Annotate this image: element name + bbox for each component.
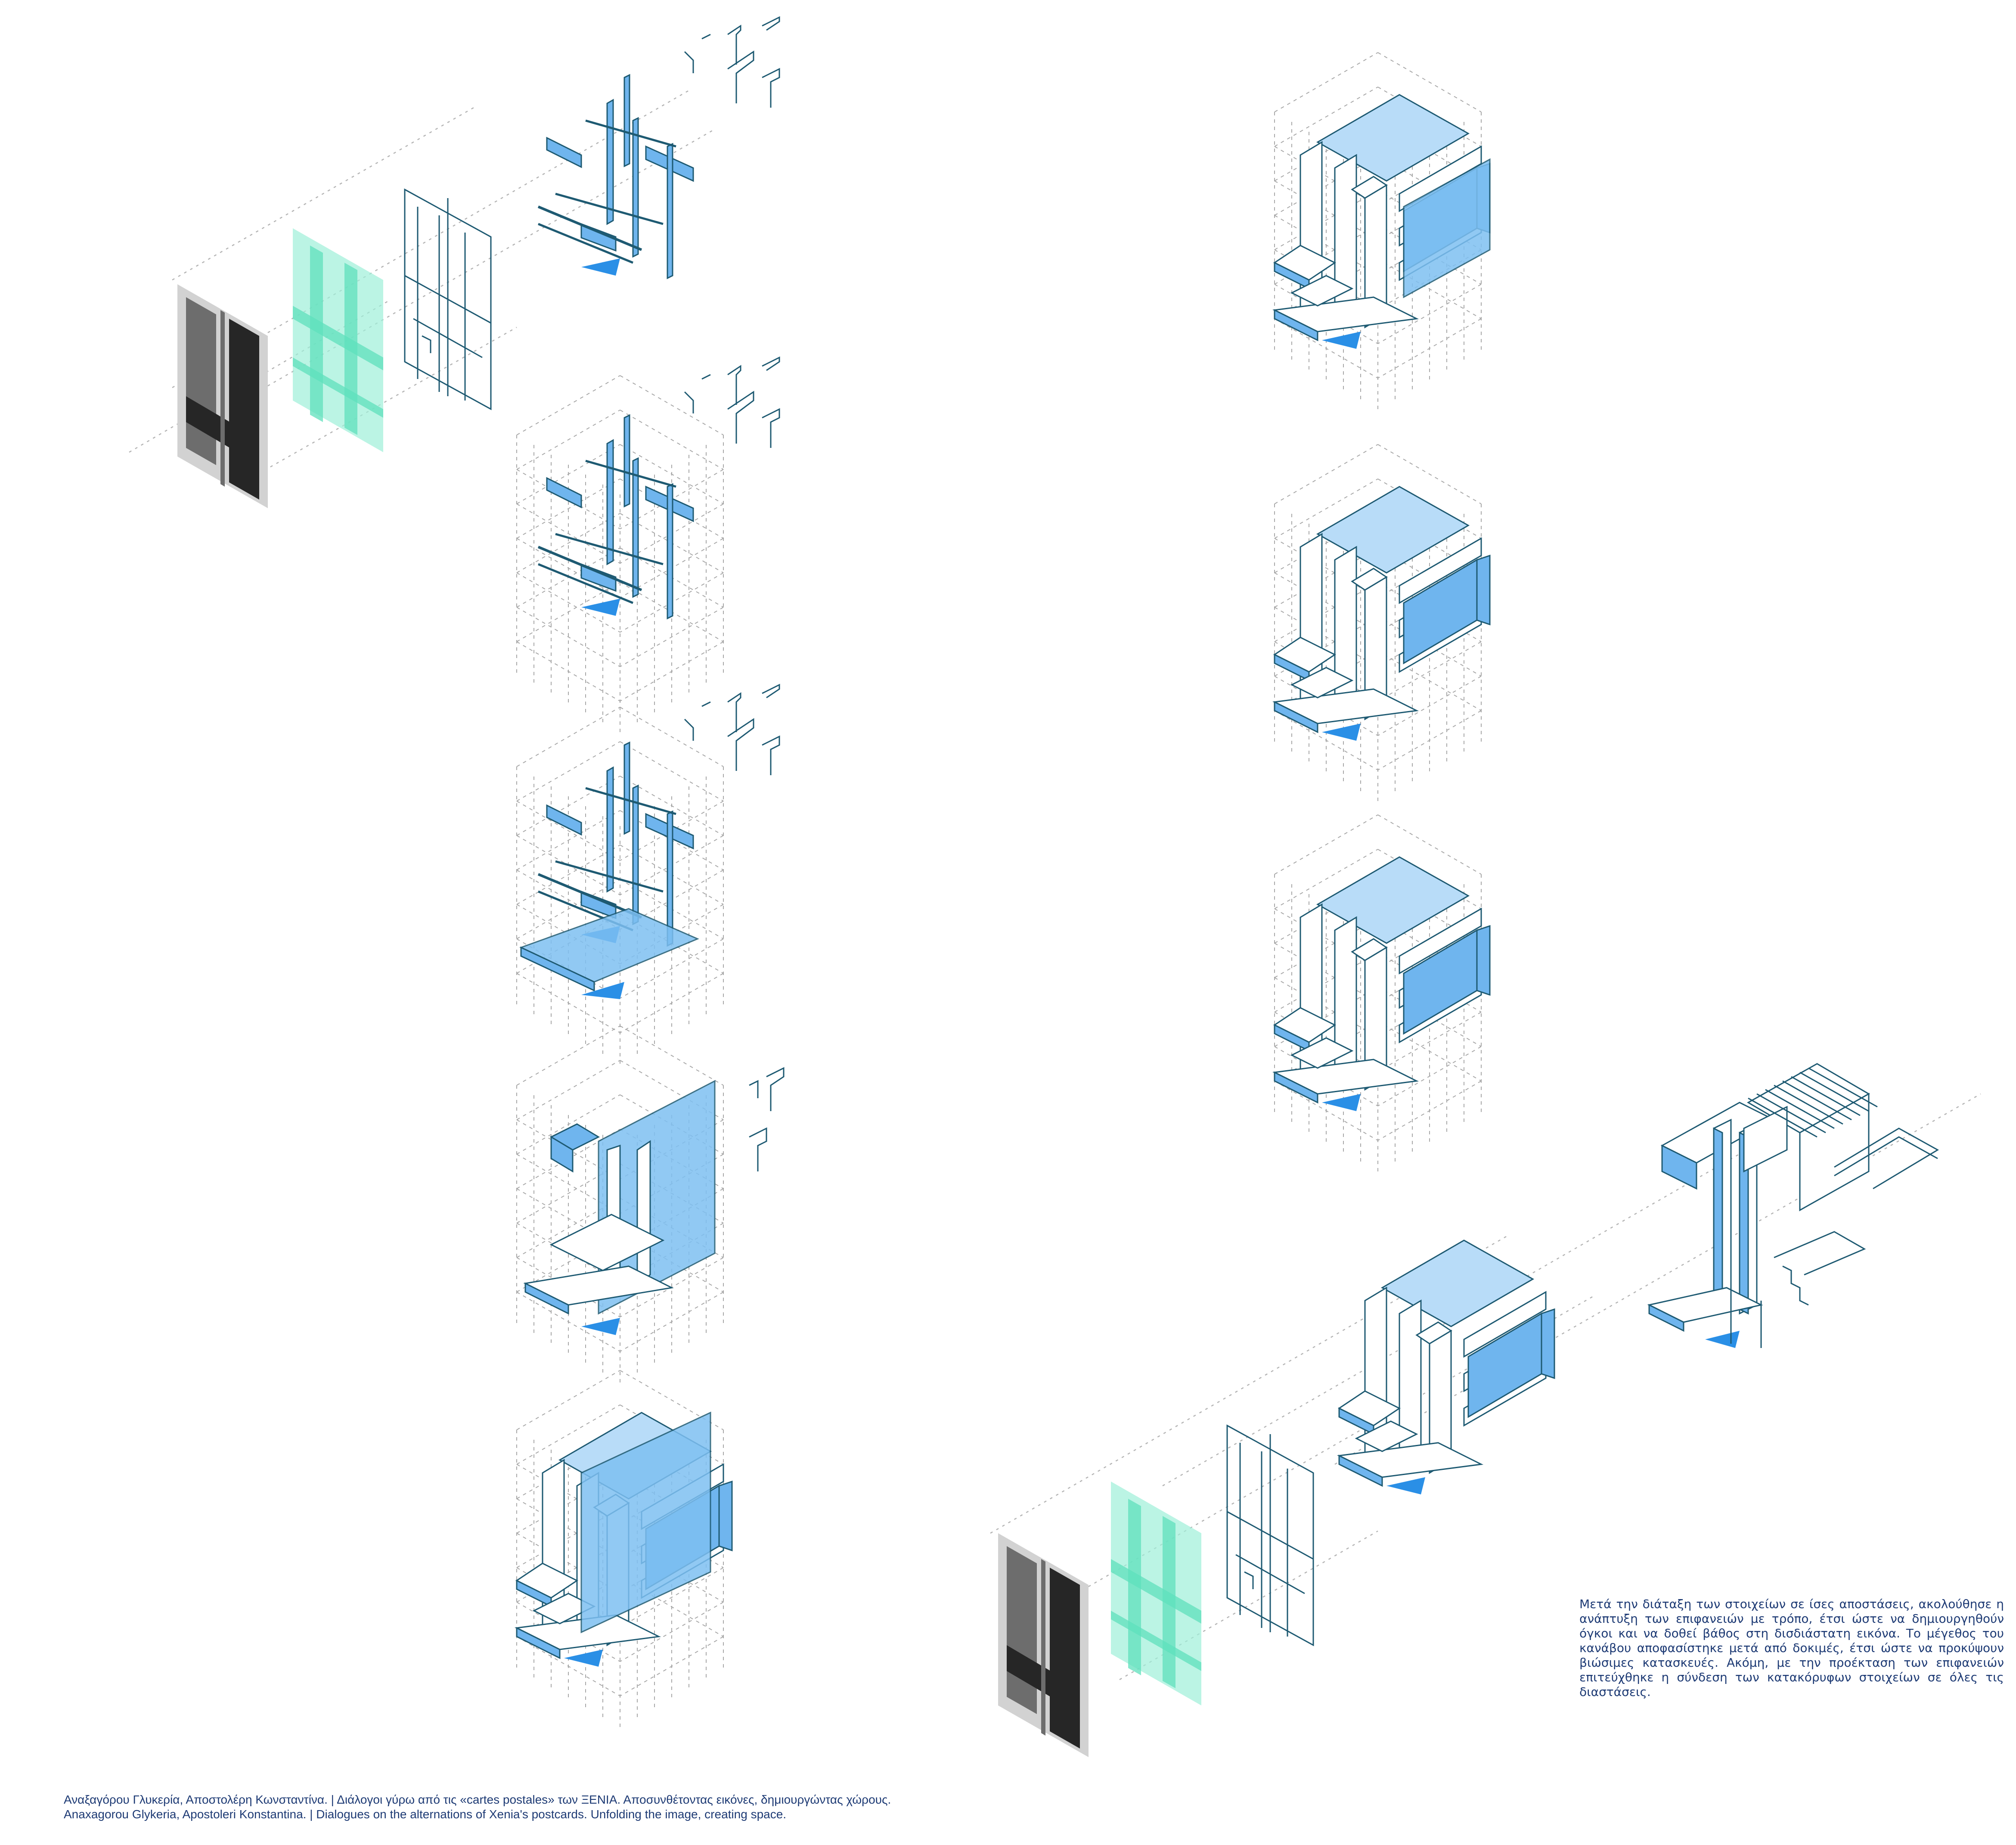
grid-study-r1: [1274, 52, 1491, 413]
frame-card-bottom: [1226, 1425, 1314, 1646]
grid-study-r3: [1274, 814, 1491, 1175]
grid-study-2: [516, 357, 779, 736]
project-description: Μετά την διάταξη των στοιχείων σε ίσες α…: [1579, 1597, 2004, 1699]
massing-bottom: [1338, 1239, 1555, 1495]
fragments-top: [538, 17, 779, 278]
credits-greek: Αναξαγόρου Γλυκερία, Αποστολέρη Κωνσταντ…: [64, 1793, 891, 1806]
grid-study-5: [516, 1370, 733, 1731]
grid-study-3: [516, 685, 779, 1068]
grid-study-r2: [1274, 444, 1491, 805]
credits-block: Αναξαγόρου Γλυκερία, Αποστολέρη Κωνσταντ…: [64, 1792, 1183, 1822]
photo-card-bottom: [998, 1533, 1089, 1757]
frame-card-top: [404, 189, 492, 410]
mint-card-bottom: [1111, 1482, 1201, 1705]
credits-english: Anaxagorou Glykeria, Apostoleri Konstant…: [64, 1808, 787, 1821]
mint-card-top: [293, 228, 383, 452]
final-building: [1647, 1063, 1939, 1348]
right-column-studies: [990, 52, 1981, 1757]
photo-card-top: [177, 284, 268, 508]
left-column-studies: [129, 17, 785, 1731]
grid-study-4: [516, 1025, 785, 1386]
